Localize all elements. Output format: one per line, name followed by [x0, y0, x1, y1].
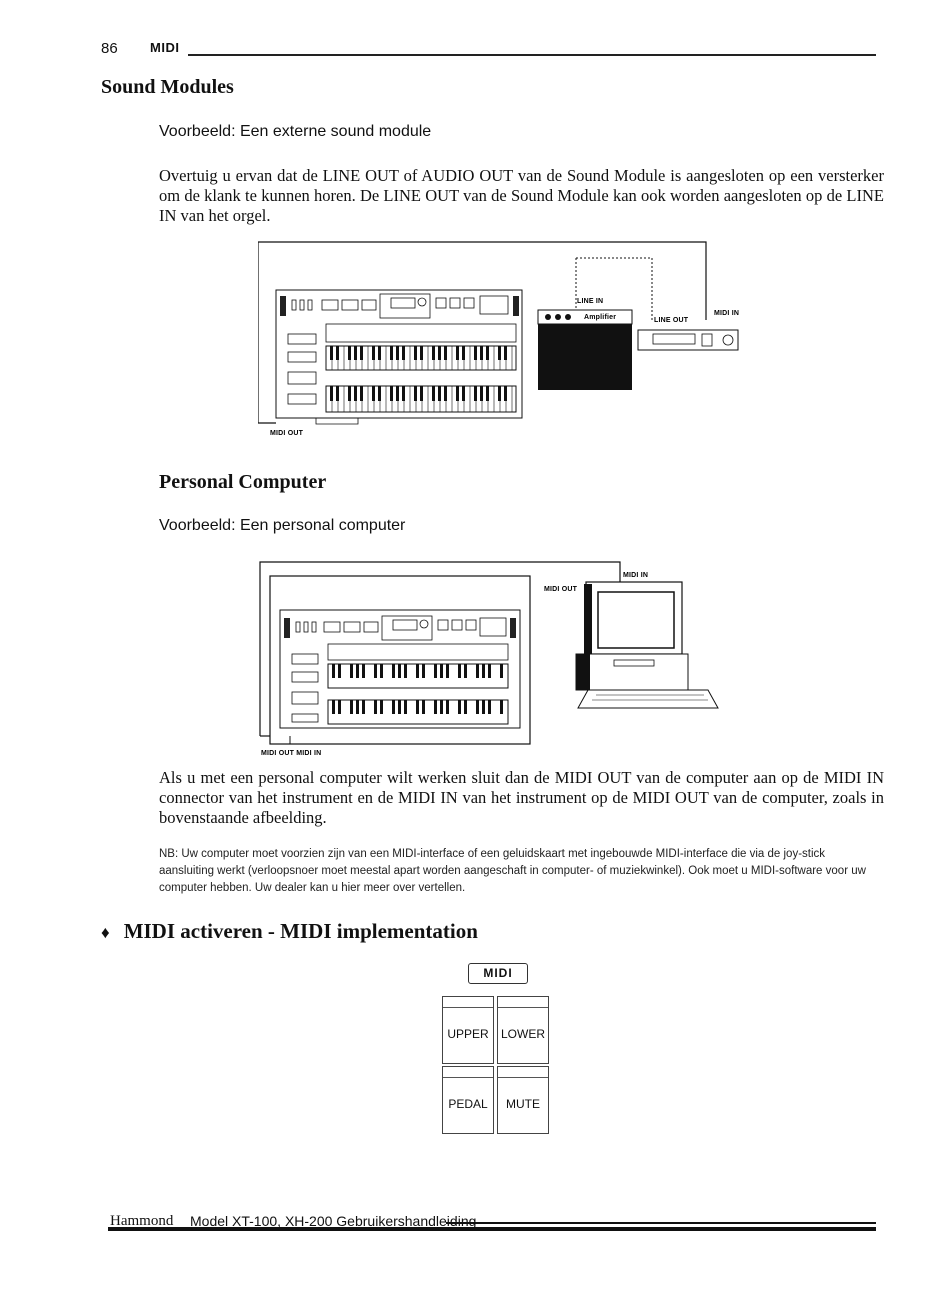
pedal-button-label: PEDAL [448, 1097, 488, 1111]
line-out-label: LINE OUT [654, 317, 689, 324]
note-text: NB: Uw computer moet voorzien zijn van e… [159, 848, 866, 894]
personal-computer-caption: Voorbeeld: Een personal computer [159, 517, 406, 534]
footer-rule [446, 1222, 876, 1224]
midi-out-label: MIDI OUT [270, 430, 304, 437]
personal-computer-heading: Personal Computer [159, 471, 327, 493]
personal-computer-diagram: MIDI IN MIDI OUT MIDI OUT MIDI IN [259, 561, 719, 757]
lower-button-label: LOWER [500, 1027, 545, 1041]
amplifier-illustration [537, 309, 633, 390]
section-header: MIDI [150, 40, 180, 55]
footer-text: Model XT-100, XH-200 Gebruikershandleidi… [190, 1213, 477, 1229]
organ-illustration [279, 609, 521, 729]
sound-module-paragraph: Overtuig u ervan dat de LINE OUT of AUDI… [159, 166, 884, 225]
pedal-button[interactable]: PEDAL [442, 1066, 494, 1134]
line-in-label: LINE IN [577, 298, 603, 305]
button-indicator [443, 1077, 493, 1078]
organ-illustration [275, 289, 523, 425]
upper-button-label: UPPER [447, 1027, 489, 1041]
midi-activate-heading-text: MIDI activeren - MIDI implementation [123, 919, 478, 943]
upper-button[interactable]: UPPER [442, 996, 494, 1064]
midi-activate-heading: ♦ MIDI activeren - MIDI implementation [101, 919, 478, 944]
mute-button-label: MUTE [506, 1097, 540, 1111]
amplifier-label: Amplifier [584, 314, 616, 321]
pc-bottom-label: MIDI OUT MIDI IN [261, 750, 321, 757]
pc-midi-out-label: MIDI OUT [544, 586, 578, 593]
page-number: 86 [101, 40, 118, 57]
computer-illustration [575, 581, 719, 709]
pc-midi-in-label: MIDI IN [623, 572, 648, 579]
sound-module-illustration [637, 329, 739, 351]
sound-module-diagram: LINE IN Amplifier LINE OUT MIDI IN MIDI … [258, 241, 739, 437]
header-rule [188, 54, 876, 56]
bullet-diamond-icon: ♦ [101, 923, 110, 942]
sound-modules-heading: Sound Modules [101, 76, 234, 98]
mute-button[interactable]: MUTE [497, 1066, 549, 1134]
midi-button[interactable]: MIDI [468, 963, 528, 984]
lower-button[interactable]: LOWER [497, 996, 549, 1064]
button-indicator [498, 1077, 548, 1078]
footer-brand: Hammond [110, 1213, 174, 1229]
button-indicator [498, 1007, 548, 1008]
personal-computer-paragraph: Als u met een personal computer wilt wer… [159, 768, 884, 827]
midi-in-label: MIDI IN [714, 310, 739, 317]
sound-module-caption: Voorbeeld: Een externe sound module [159, 123, 432, 140]
footer-rule-thick [108, 1227, 876, 1231]
button-indicator [443, 1007, 493, 1008]
